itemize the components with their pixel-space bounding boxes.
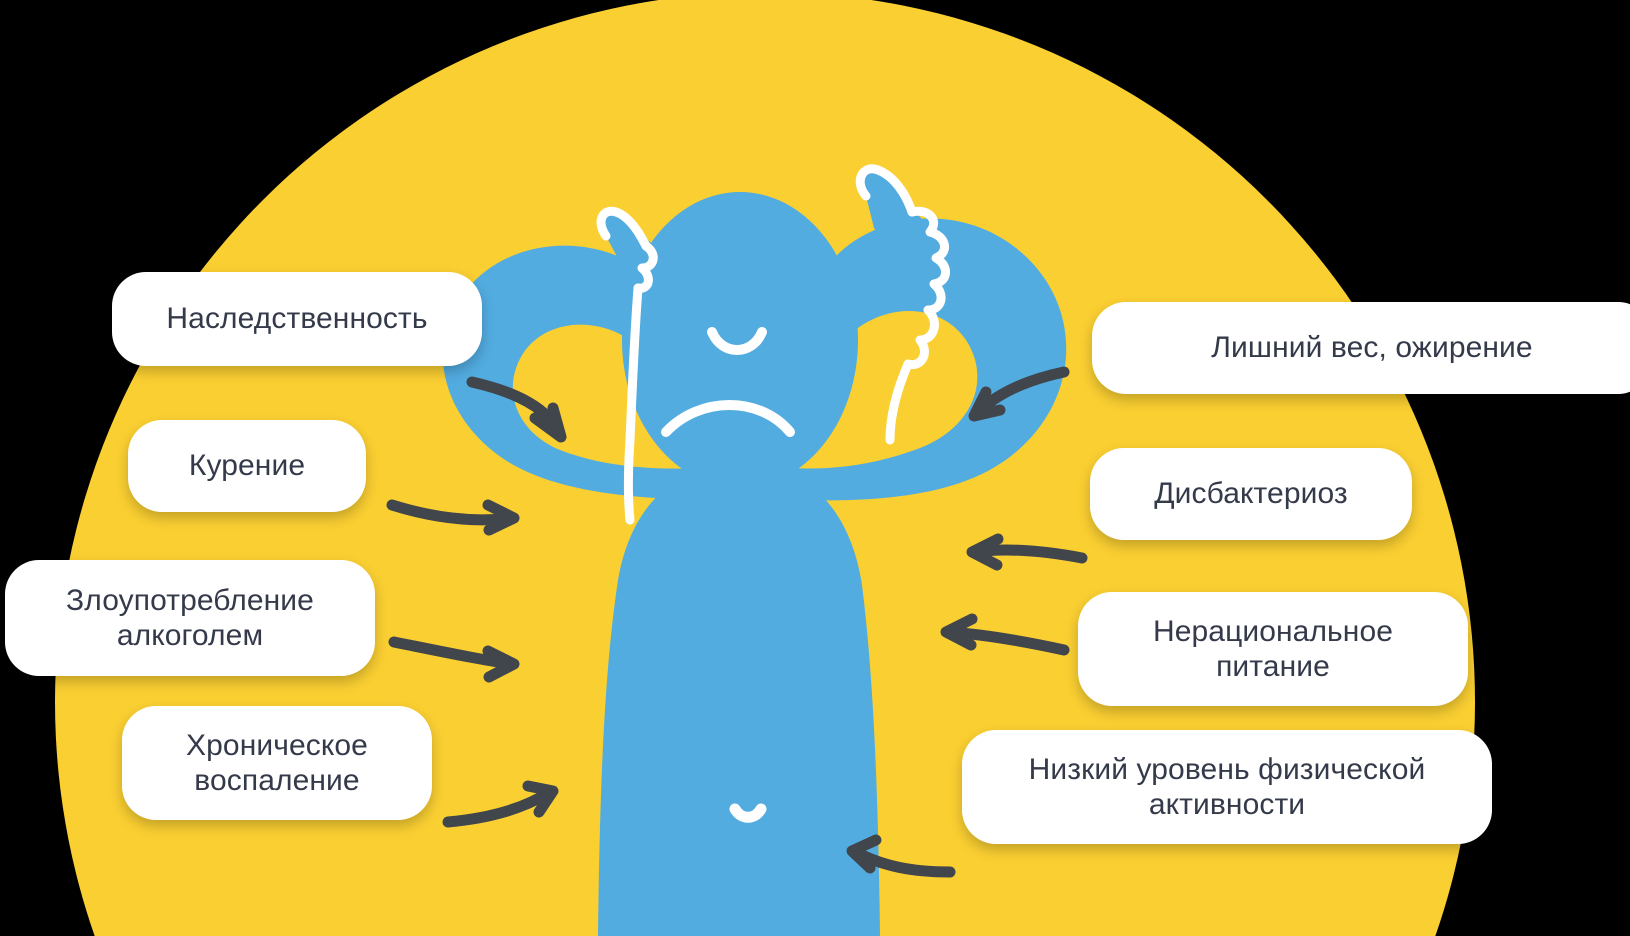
arrow-heredity (466, 376, 567, 443)
person-torso (598, 470, 880, 936)
label-chronic-inflammation[interactable]: Хроническое воспаление (122, 706, 432, 820)
right-thumb-line (855, 164, 917, 217)
label-heredity-text: Наследственность (166, 302, 428, 336)
arrow-dysbacteriosis (966, 533, 1088, 571)
person-right-arm (790, 218, 1067, 501)
left-forearm-line (625, 283, 643, 445)
label-alcohol-abuse[interactable]: Злоупотребление алкоголем (5, 560, 375, 676)
label-chronic-inflammation-text: Хроническое воспаление (186, 728, 368, 797)
label-heredity[interactable]: Наследственность (112, 272, 482, 366)
arrow-low-physical-activity (846, 834, 956, 878)
left-wrist-line (624, 435, 635, 525)
label-overweight-obesity[interactable]: Лишний вес, ожирение (1092, 302, 1630, 394)
label-low-physical-activity[interactable]: Низкий уровень физической активности (962, 730, 1492, 844)
hand-outline-details (596, 164, 950, 525)
label-poor-nutrition-text: Нерациональное питание (1152, 614, 1394, 683)
right-fingers-zigzag (907, 206, 950, 315)
closed-eye (707, 327, 767, 355)
right-finger-lower-zigzag (903, 305, 939, 370)
left-finger-zigzag (633, 241, 658, 293)
label-smoking-text: Курение (188, 449, 306, 483)
arrow-chronic-inflammation (442, 780, 559, 828)
label-overweight-obesity-text: Лишний вес, ожирение (1211, 331, 1533, 365)
right-forearm-line (885, 359, 913, 445)
arrow-alcohol-abuse (388, 636, 520, 683)
label-dysbacteriosis[interactable]: Дисбактериоз (1090, 448, 1412, 540)
label-poor-nutrition[interactable]: Нерациональное питание (1078, 592, 1468, 706)
person-face (661, 327, 795, 437)
frowning-mouth (661, 400, 795, 437)
person-right-hand (859, 169, 955, 291)
arrow-poor-nutrition (940, 613, 1070, 656)
label-smoking[interactable]: Курение (128, 420, 366, 512)
left-thumb-line (596, 206, 651, 251)
arrow-smoking (386, 499, 520, 536)
arrow-overweight-obesity (968, 366, 1070, 422)
label-low-physical-activity-text: Низкий уровень физической активности (1028, 752, 1426, 821)
label-alcohol-abuse-text: Злоупотребление алкоголем (66, 583, 314, 652)
person-navel (729, 803, 767, 823)
label-dysbacteriosis-text: Дисбактериоз (1154, 477, 1348, 511)
person-left-hand (602, 211, 688, 310)
